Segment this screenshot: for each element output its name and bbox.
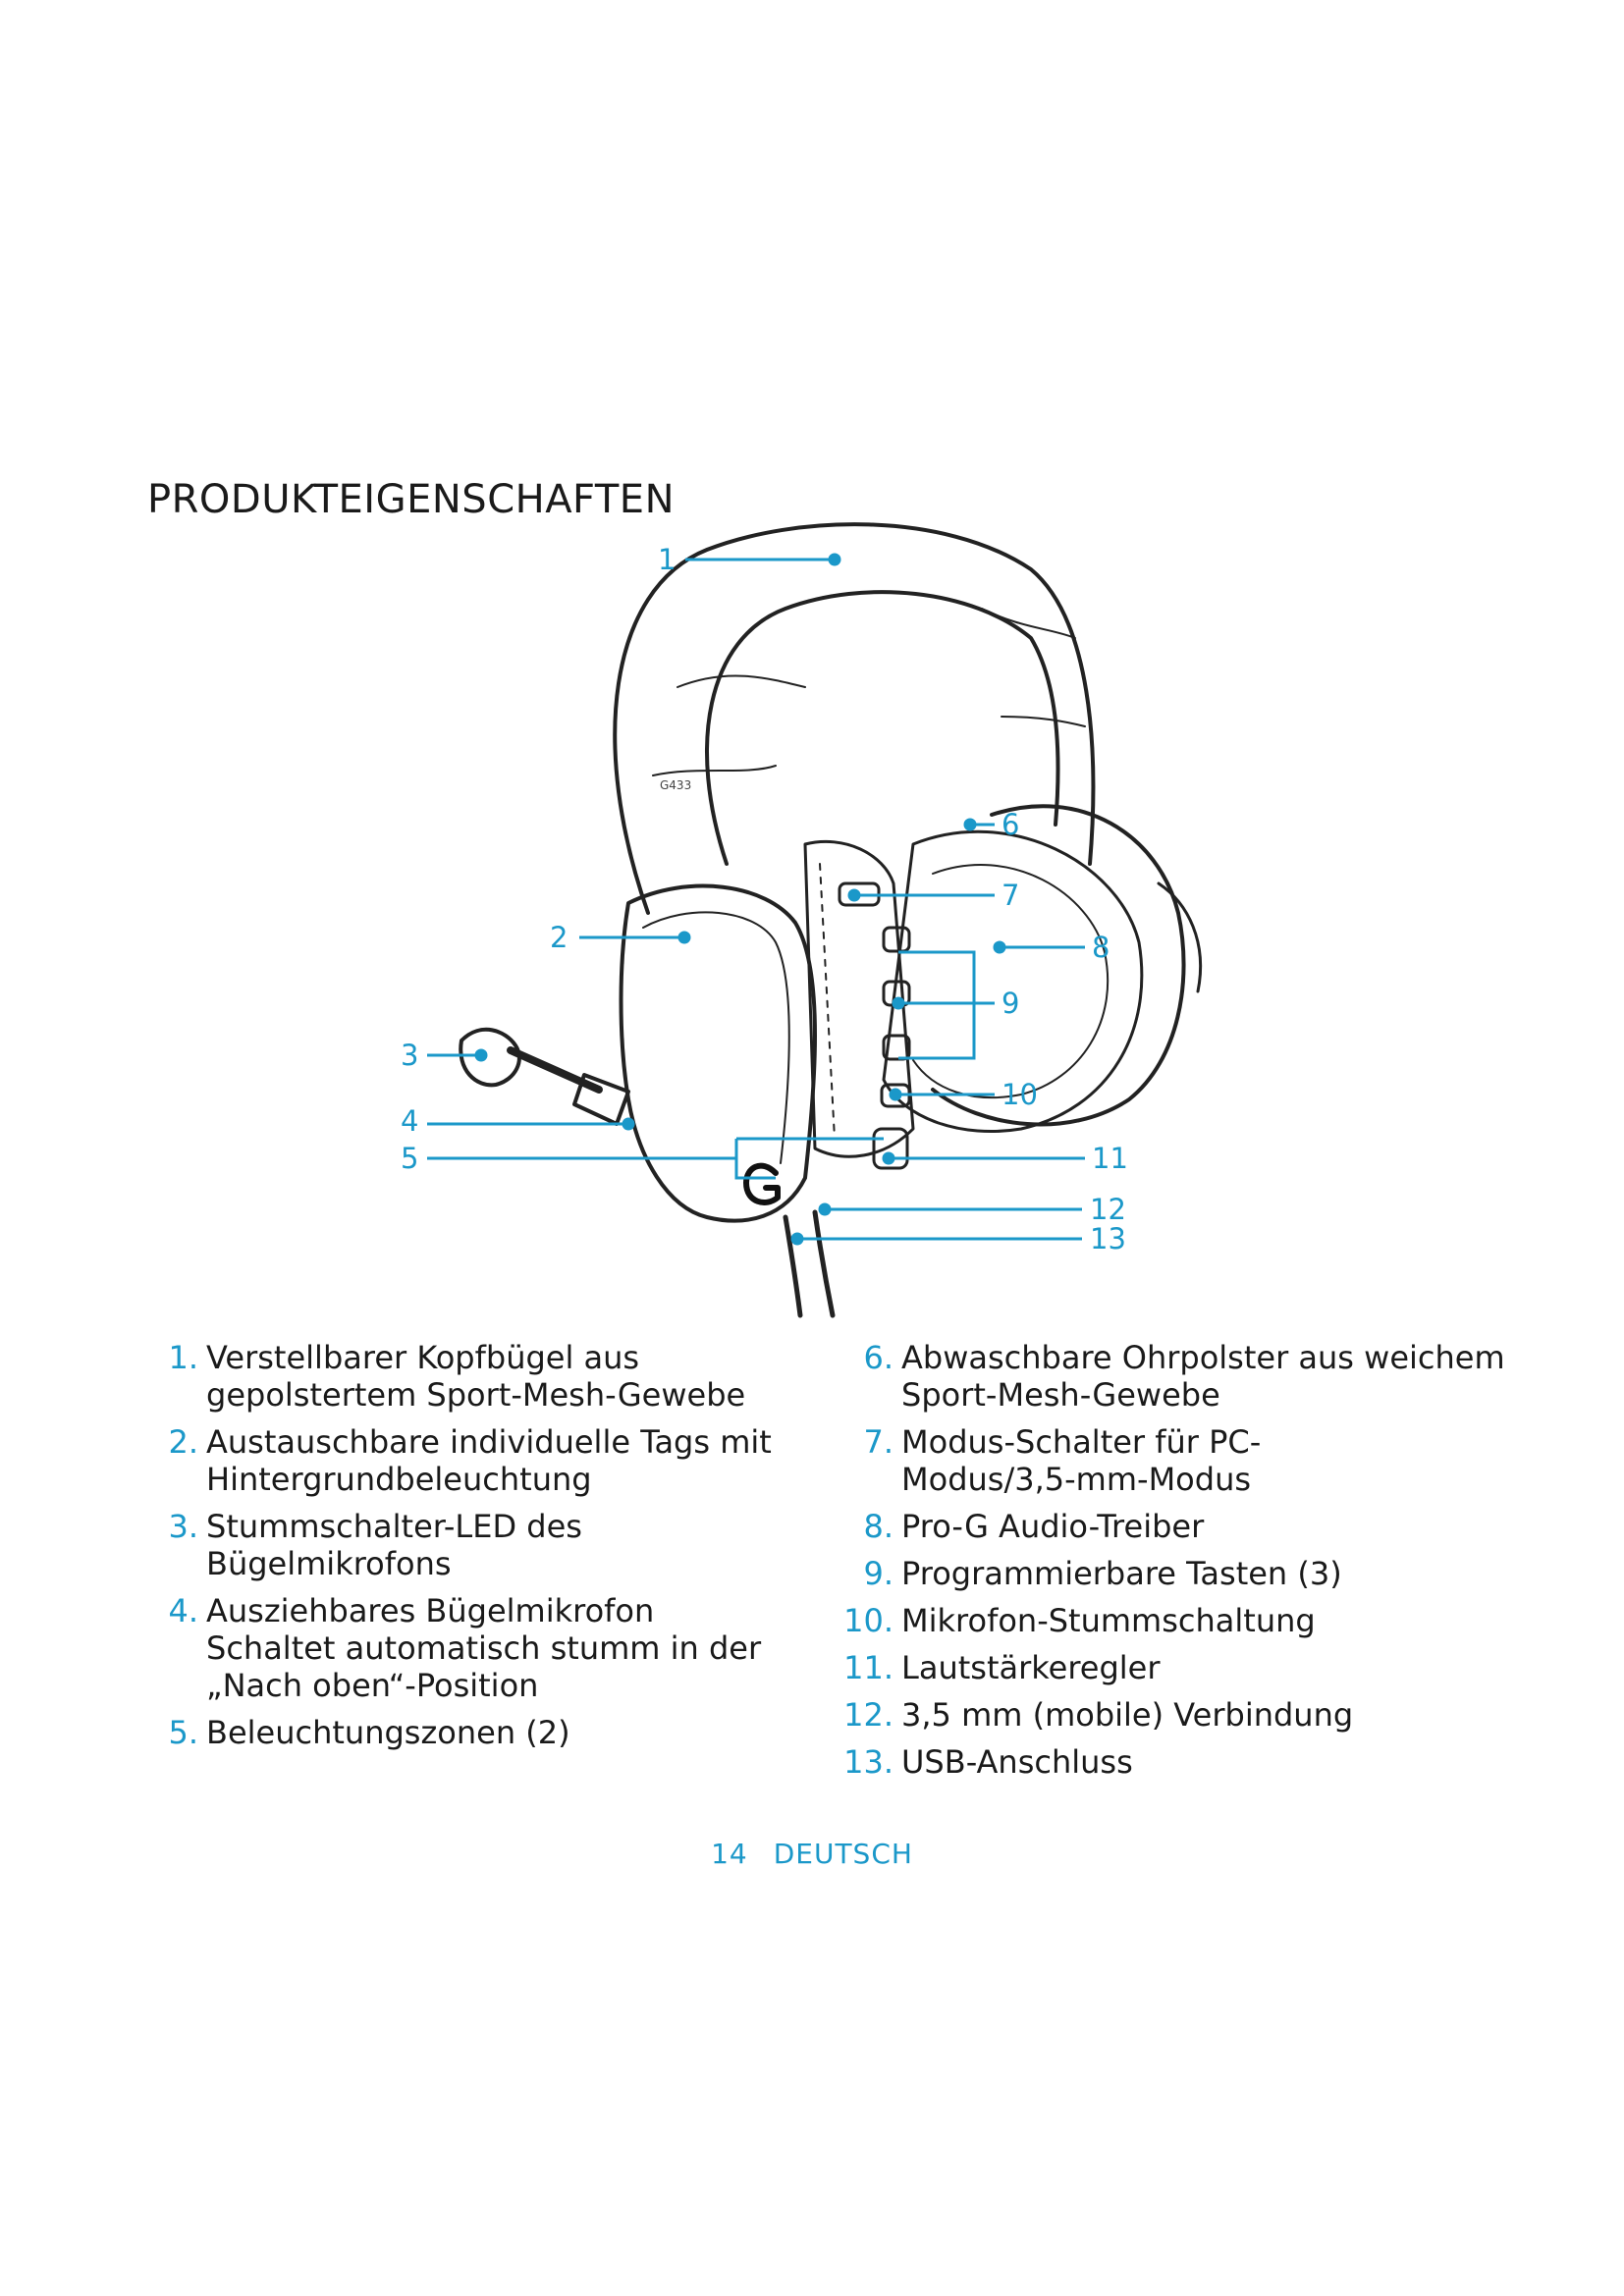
feature-item: 9. Programmierbare Tasten (3) bbox=[842, 1555, 1549, 1592]
feature-text: Stummschalter-LED des bbox=[206, 1508, 582, 1545]
g-logo bbox=[743, 1162, 781, 1205]
feature-item: 7. Modus-Schalter für PC-Modus/3,5-mm-Mo… bbox=[842, 1423, 1549, 1498]
feature-item: 10. Mikrofon-Stummschaltung bbox=[842, 1602, 1549, 1639]
feature-text: USB-Anschluss bbox=[901, 1743, 1133, 1781]
feature-number: 12. bbox=[843, 1696, 893, 1734]
feature-number: 13. bbox=[843, 1743, 893, 1781]
feature-text: Abwaschbare Ohrpolster aus weichem bbox=[901, 1339, 1505, 1376]
feature-text: Beleuchtungszonen (2) bbox=[206, 1714, 570, 1751]
feature-number: 10. bbox=[843, 1602, 893, 1639]
right-earcup bbox=[931, 804, 1186, 1127]
callout-7: 7 bbox=[1001, 879, 1019, 912]
callout-5: 5 bbox=[401, 1142, 418, 1175]
callout-10: 10 bbox=[1001, 1078, 1038, 1111]
callout-lines bbox=[427, 553, 1085, 1246]
mic-boom bbox=[459, 1027, 521, 1088]
feature-text: Verstellbarer Kopfbügel aus bbox=[206, 1339, 640, 1376]
feature-text-cont: Sport-Mesh-Gewebe bbox=[901, 1376, 1220, 1414]
feature-number: 1. bbox=[168, 1339, 198, 1376]
feature-text: Austauschbare individuelle Tags mit bbox=[206, 1423, 772, 1461]
feature-text-cont: Hintergrundbeleuchtung bbox=[206, 1461, 592, 1498]
feature-text: 3,5 mm (mobile) Verbindung bbox=[901, 1696, 1354, 1734]
headband-inner bbox=[705, 590, 1060, 866]
feature-text-cont: gepolstertem Sport-Mesh-Gewebe bbox=[206, 1376, 746, 1414]
feature-number: 3. bbox=[168, 1508, 198, 1545]
callout-13: 13 bbox=[1090, 1222, 1126, 1255]
page-footer: 14 DEUTSCH bbox=[0, 1838, 1624, 1870]
feature-number: 6. bbox=[863, 1339, 893, 1376]
page-number: 14 bbox=[711, 1838, 748, 1870]
footer-language: DEUTSCH bbox=[773, 1838, 913, 1870]
callout-2: 2 bbox=[550, 921, 568, 954]
callout-3: 3 bbox=[401, 1039, 418, 1072]
feature-item: 11. Lautstärkeregler bbox=[842, 1649, 1549, 1686]
feature-number: 11. bbox=[843, 1649, 893, 1686]
feature-text-cont: „Nach oben“-Position bbox=[206, 1667, 539, 1704]
feature-text: Lautstärkeregler bbox=[901, 1649, 1161, 1686]
callout-8: 8 bbox=[1092, 931, 1110, 964]
feature-text: Programmierbare Tasten (3) bbox=[901, 1555, 1342, 1592]
feature-text: Mikrofon-Stummschaltung bbox=[901, 1602, 1316, 1639]
feature-item: 5. Beleuchtungszonen (2) bbox=[163, 1714, 791, 1751]
feature-item: 13. USB-Anschluss bbox=[842, 1743, 1549, 1781]
feature-text-cont: Schaltet automatisch stumm in der bbox=[206, 1629, 762, 1667]
feature-number: 5. bbox=[168, 1714, 198, 1751]
callout-6: 6 bbox=[1001, 808, 1019, 841]
feature-text: Ausziehbares Bügelmikrofon bbox=[206, 1592, 655, 1629]
model-mark: G433 bbox=[660, 778, 691, 792]
feature-number: 4. bbox=[168, 1592, 198, 1629]
feature-number: 9. bbox=[863, 1555, 893, 1592]
feature-number: 2. bbox=[168, 1423, 198, 1461]
feature-text: Pro-G Audio-Treiber bbox=[901, 1508, 1205, 1545]
page-title: PRODUKTEIGENSCHAFTEN bbox=[147, 477, 675, 522]
callout-numbers: 1 2 3 4 5 6 7 8 9 10 11 12 13 bbox=[401, 543, 1128, 1255]
left-earcup-plate bbox=[619, 883, 817, 1223]
feature-number: 7. bbox=[863, 1423, 893, 1461]
callout-1: 1 bbox=[658, 543, 676, 576]
feature-text-cont: Modus/3,5-mm-Modus bbox=[901, 1461, 1252, 1498]
callout-11: 11 bbox=[1092, 1142, 1128, 1175]
headset-illustration: G433 bbox=[459, 522, 1203, 1318]
callout-12: 12 bbox=[1090, 1193, 1126, 1226]
feature-text-cont: Bügelmikrofons bbox=[206, 1545, 452, 1582]
ear-pad bbox=[882, 829, 1144, 1134]
feature-item: 8. Pro-G Audio-Treiber bbox=[842, 1508, 1549, 1545]
callout-9: 9 bbox=[1001, 987, 1019, 1020]
cables bbox=[783, 1209, 836, 1318]
callout-4: 4 bbox=[401, 1104, 418, 1138]
feature-text: Modus-Schalter für PC- bbox=[901, 1423, 1262, 1461]
headband-outer bbox=[613, 522, 1096, 915]
feature-number: 8. bbox=[863, 1508, 893, 1545]
headset-diagram: G433 1 2 3 4 5 6 7 8 9 10 11 12 13 bbox=[401, 522, 1203, 1318]
feature-item: 12. 3,5 mm (mobile) Verbindung bbox=[842, 1696, 1549, 1734]
